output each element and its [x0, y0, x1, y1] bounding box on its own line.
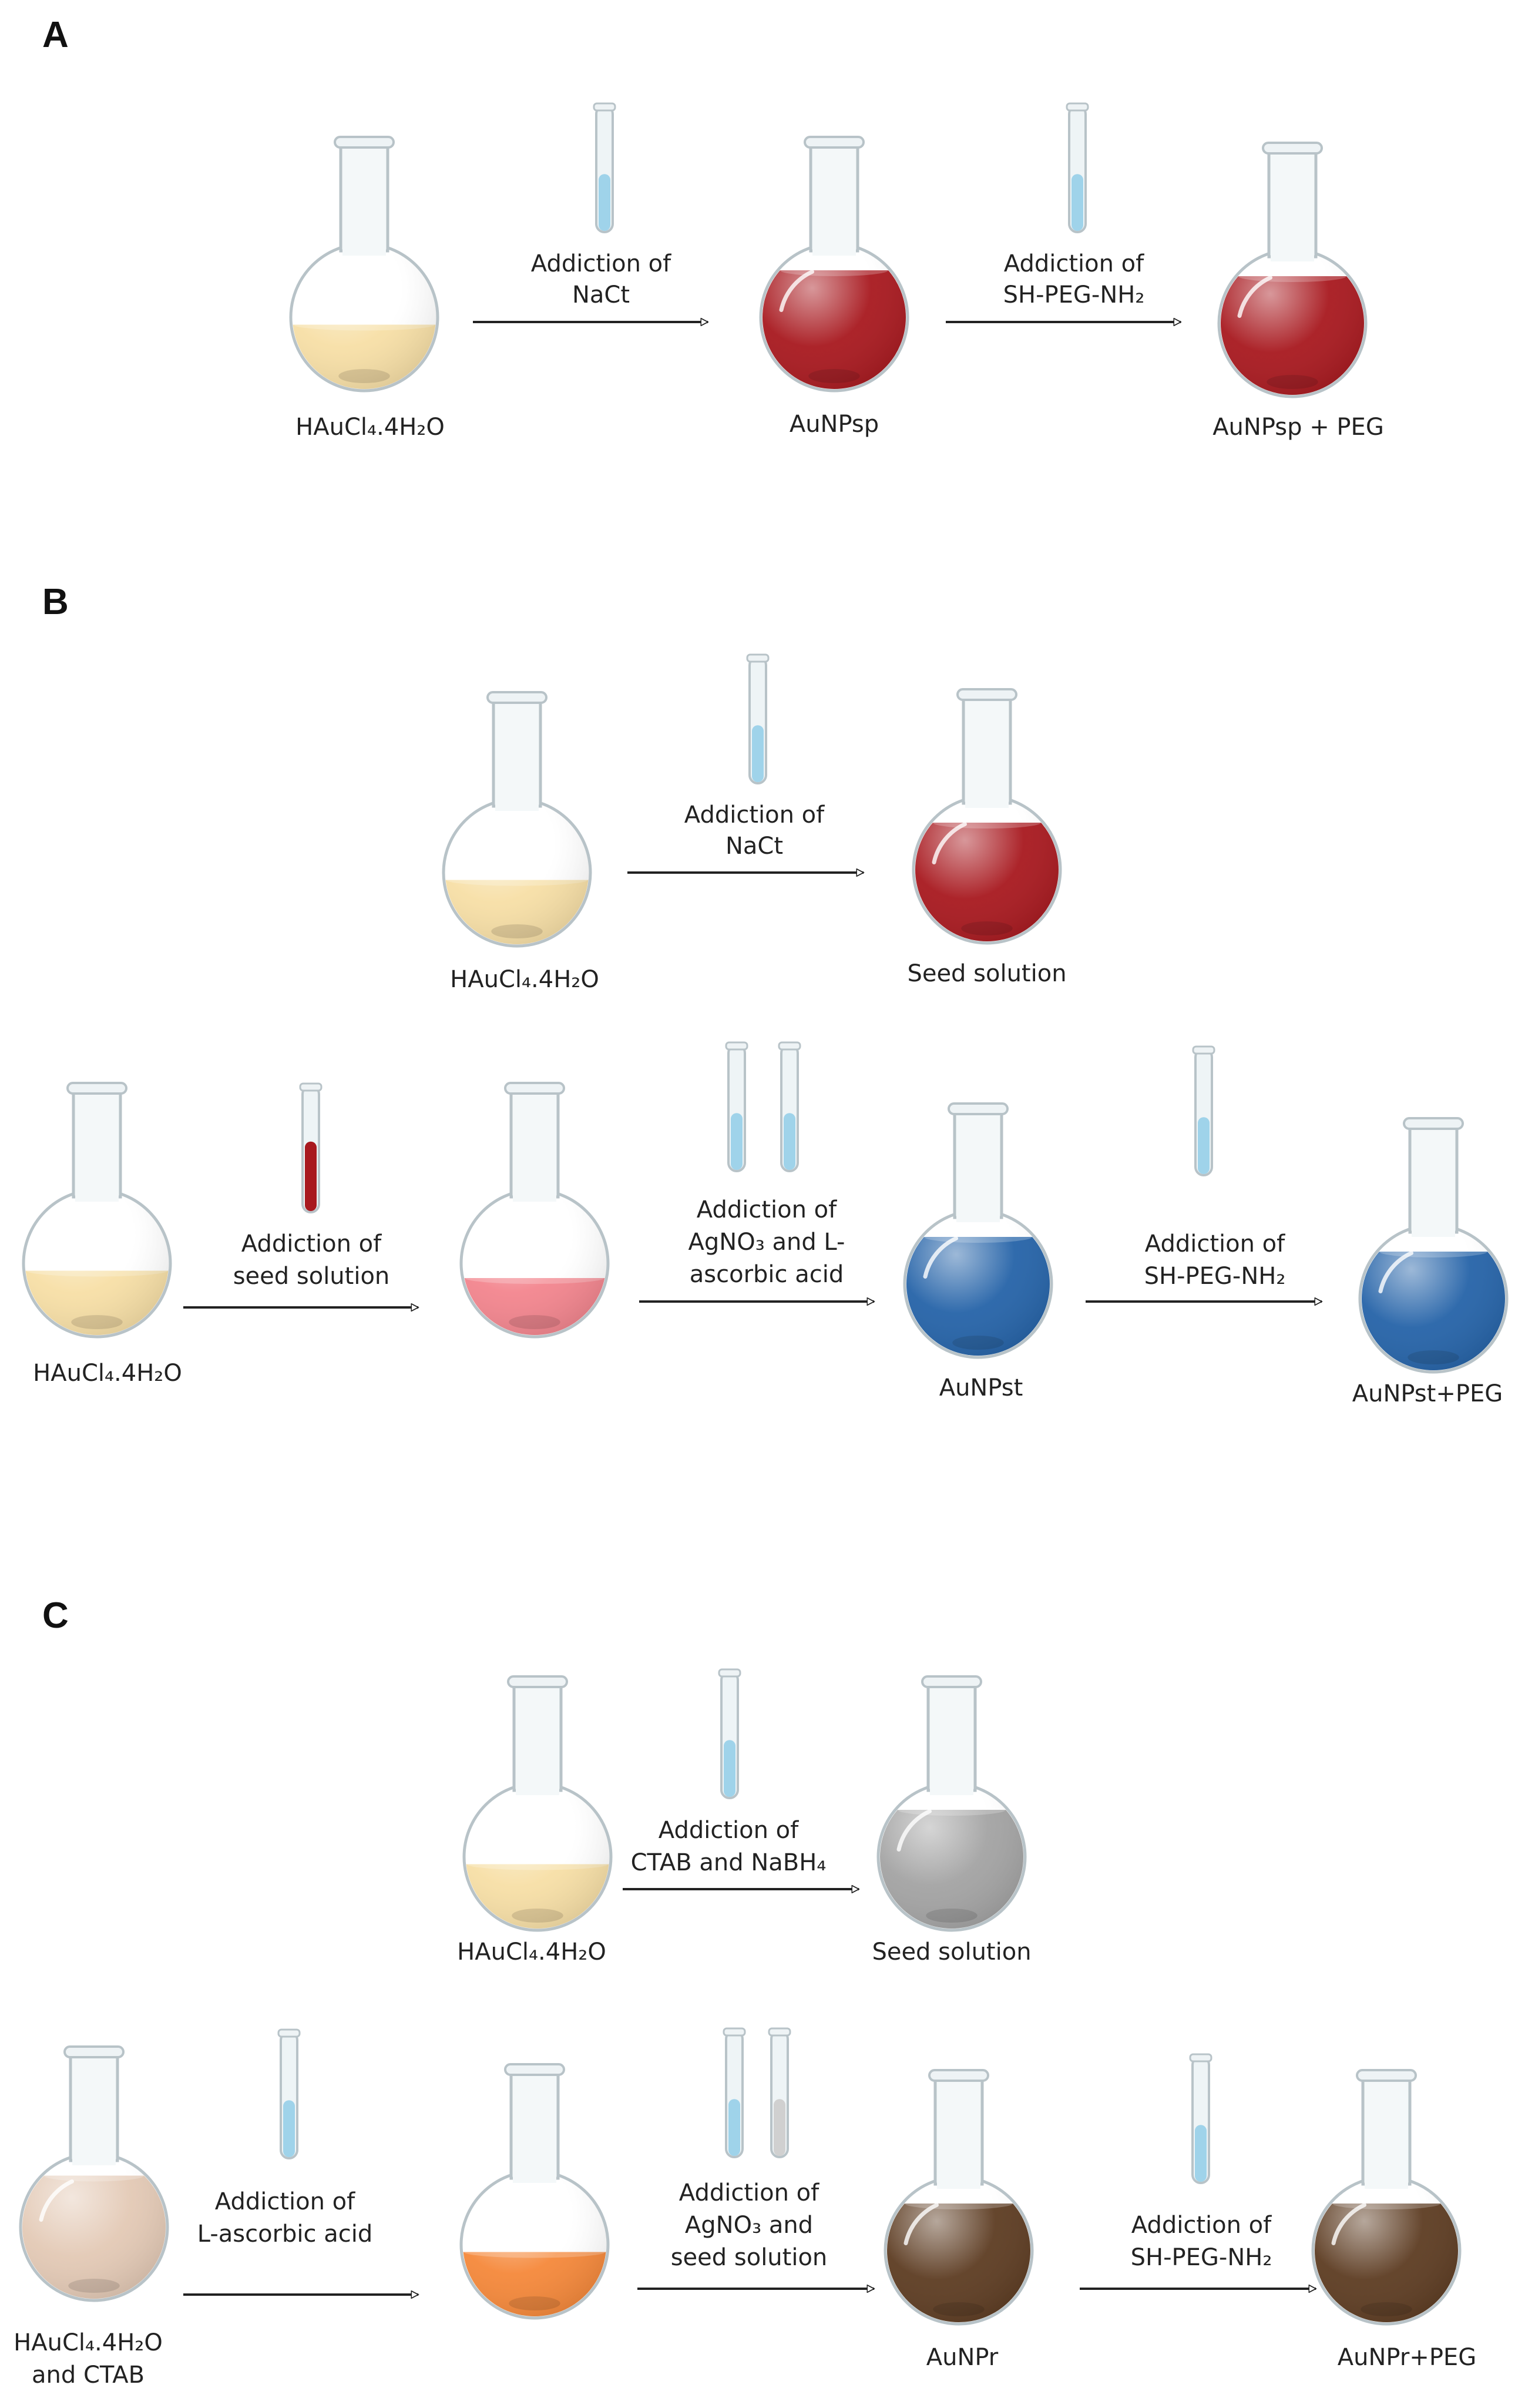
tube-b-agno3	[725, 1041, 748, 1172]
flask-c-seed-start	[462, 1675, 613, 1932]
label-c-growth-start-line2: and CTAB	[32, 2362, 145, 2389]
tube-a-1	[593, 102, 616, 233]
step-b2-line3: ascorbic acid	[690, 1261, 844, 1288]
tube-b-peg	[1192, 1045, 1215, 1176]
step-c1-line2: L-ascorbic acid	[197, 2221, 373, 2248]
tube-b-ascorbic	[778, 1041, 801, 1172]
step-a2-line2: SH-PEG-NH₂	[1003, 281, 1145, 308]
tube-c-seed-solution	[768, 2027, 791, 2158]
tube-c-agno3	[723, 2027, 746, 2158]
tube-c-seed	[718, 1668, 741, 1799]
flask-c-end	[1311, 2069, 1462, 2326]
label-b-growth-start: HAuCl₄.4H₂O	[33, 1360, 182, 1387]
flask-b-pink	[459, 1082, 610, 1339]
label-a-start: HAuCl₄.4H₂O	[295, 414, 445, 441]
flask-a-end	[1217, 142, 1368, 398]
flask-b-seed-end	[912, 688, 1062, 945]
label-b-seed-start: HAuCl₄.4H₂O	[450, 966, 599, 993]
step-c3-line1: Addiction of	[1131, 2212, 1272, 2239]
tube-b-seed	[746, 653, 770, 784]
step-b3-line2: SH-PEG-NH₂	[1144, 1263, 1286, 1290]
panel-c-letter: C	[42, 1595, 69, 1636]
flask-c-seed-end	[876, 1675, 1027, 1932]
label-c-seed-end: Seed solution	[872, 1939, 1031, 1966]
tube-c-peg	[1189, 2053, 1212, 2184]
step-c3-line2: SH-PEG-NH₂	[1131, 2244, 1272, 2271]
panel-a-letter: A	[42, 15, 69, 55]
label-b-end: AuNPst+PEG	[1352, 1380, 1503, 1407]
label-c-end: AuNPr+PEG	[1338, 2344, 1476, 2371]
step-a1-line1: Addiction of	[531, 250, 671, 277]
tube-c-ascorbic	[277, 2028, 301, 2159]
label-a-end: AuNPsp + PEG	[1212, 414, 1384, 441]
step-c2-line3: seed solution	[671, 2244, 828, 2271]
step-b2-line2: AgNO₃ and L-	[688, 1229, 845, 1256]
flask-b-growth-start	[22, 1082, 172, 1339]
tube-a-2	[1066, 102, 1089, 233]
step-c-seed-line1: Addiction of	[659, 1817, 799, 1844]
step-b1-line1: Addiction of	[241, 1230, 382, 1257]
step-b3-line1: Addiction of	[1145, 1230, 1285, 1257]
step-b-seed-line2: NaCt	[725, 833, 783, 860]
flask-a-mid	[759, 136, 909, 393]
step-b1-line2: seed solution	[233, 1263, 390, 1290]
label-b-seed-end: Seed solution	[907, 960, 1066, 987]
flask-b-seed-start	[442, 691, 592, 948]
label-a-mid: AuNPsp	[790, 411, 879, 438]
tube-b-seed-solution	[299, 1082, 323, 1213]
flask-c-brown	[884, 2069, 1034, 2326]
step-a2-line1: Addiction of	[1004, 250, 1144, 277]
step-c2-line1: Addiction of	[679, 2179, 819, 2206]
step-c1-line1: Addiction of	[215, 2188, 355, 2215]
flask-a-start	[289, 136, 439, 393]
step-c2-line2: AgNO₃ and	[685, 2212, 813, 2239]
flask-b-blue	[903, 1102, 1053, 1359]
step-b2-line1: Addiction of	[697, 1196, 837, 1223]
label-c-growth-start-line1: HAuCl₄.4H₂O	[14, 2329, 163, 2356]
step-b-seed-line1: Addiction of	[684, 801, 825, 829]
label-b-product: AuNPst	[939, 1374, 1023, 1401]
label-c-seed-start: HAuCl₄.4H₂O	[457, 1939, 606, 1966]
step-c-seed-line2: CTAB and NaBH₄	[631, 1849, 827, 1876]
panel-b-letter: B	[42, 582, 69, 622]
flask-c-growth-start	[19, 2045, 169, 2302]
flask-b-end	[1358, 1117, 1509, 1374]
flask-c-orange	[459, 2063, 610, 2320]
step-a1-line2: NaCt	[572, 281, 630, 308]
label-c-product: AuNPr	[926, 2344, 999, 2371]
